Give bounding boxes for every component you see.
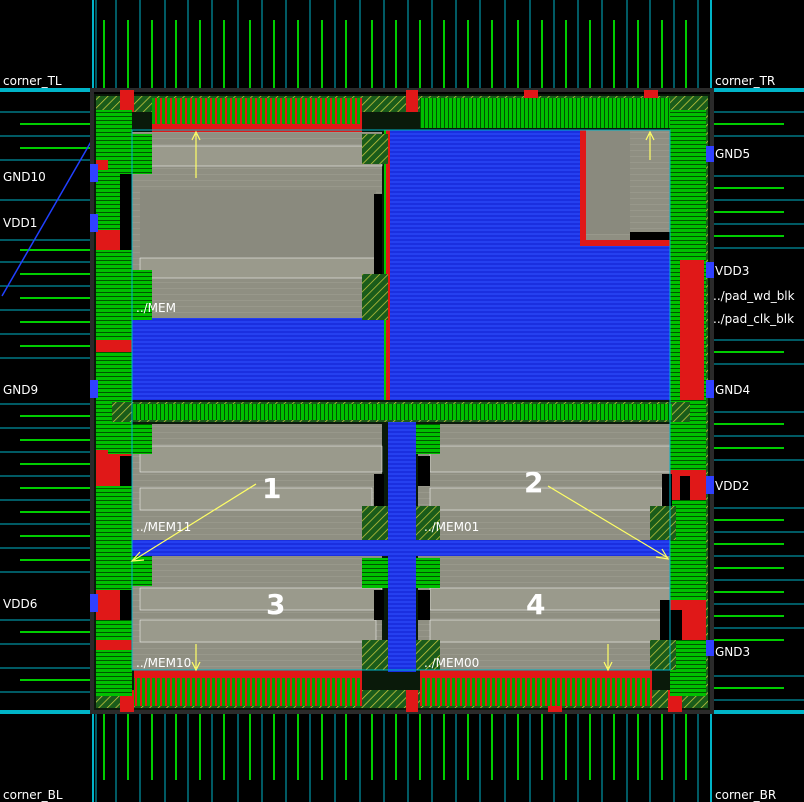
quadrant-4-label: 4 bbox=[526, 588, 546, 621]
macro-mem01 bbox=[416, 424, 676, 540]
pad-gnd9-label: GND9 bbox=[3, 383, 39, 397]
pad-clk-blk-label: ../pad_clk_blk bbox=[713, 312, 795, 326]
instance-mem00-label: ../MEM00 bbox=[424, 656, 480, 670]
corner-br-label: corner_BR bbox=[715, 788, 777, 802]
pad-gnd3-label: GND3 bbox=[715, 645, 751, 659]
pad-vdd1-label: VDD1 bbox=[3, 216, 38, 230]
instance-mem01-label: ../MEM01 bbox=[424, 520, 480, 534]
instance-mem10-label: ../MEM10 bbox=[136, 656, 192, 670]
annotation-arrows bbox=[130, 130, 670, 672]
pad-vdd3-label: VDD3 bbox=[715, 264, 750, 278]
quadrant-2-label: 2 bbox=[524, 466, 544, 499]
macro-top-right bbox=[580, 130, 670, 246]
pad-gnd5-label: GND5 bbox=[715, 147, 751, 161]
routing-area bbox=[132, 130, 670, 672]
macro-mem bbox=[108, 132, 388, 320]
corner-tl-label: corner_TL bbox=[3, 74, 62, 88]
macro-mem11 bbox=[108, 424, 388, 540]
pad-vdd6-label: VDD6 bbox=[3, 597, 38, 611]
bottom-io-strip bbox=[134, 676, 362, 706]
macro-mem10 bbox=[108, 556, 388, 670]
instance-mem-label: ../MEM bbox=[136, 301, 176, 315]
instance-mem11-label: ../MEM11 bbox=[136, 520, 192, 534]
pad-gnd4-label: GND4 bbox=[715, 383, 751, 397]
pad-wd-blk-label: ../pad_wd_blk bbox=[713, 289, 795, 303]
quadrant-3-label: 3 bbox=[266, 588, 286, 621]
pad-gnd10-label: GND10 bbox=[3, 170, 46, 184]
pad-vdd2-label: VDD2 bbox=[715, 479, 750, 493]
corner-tr-label: corner_TR bbox=[715, 74, 776, 88]
macro-mem00 bbox=[416, 556, 676, 670]
corner-bl-label: corner_BL bbox=[3, 788, 63, 802]
quadrant-1-label: 1 bbox=[262, 472, 282, 505]
